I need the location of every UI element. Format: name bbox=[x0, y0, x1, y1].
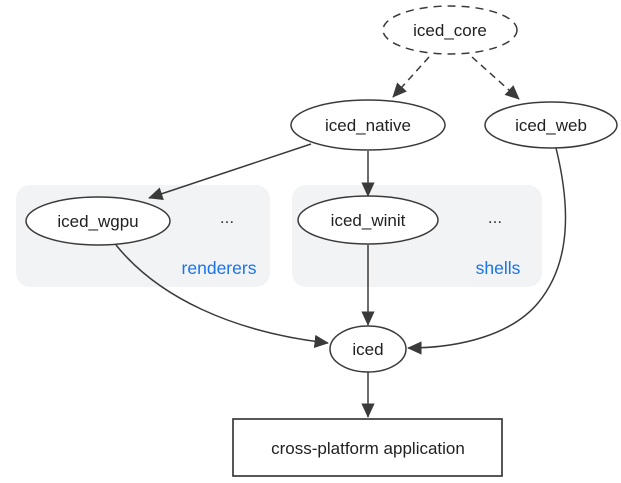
shells-ellipsis: ... bbox=[488, 208, 502, 227]
iced-wgpu-ellipse bbox=[25, 196, 171, 246]
iced-ellipse bbox=[329, 325, 407, 373]
application-rect bbox=[232, 418, 503, 477]
edge-iced-core-to-iced-web bbox=[471, 56, 520, 100]
iced-winit-ellipse bbox=[297, 195, 439, 245]
iced-wgpu-label: iced_wgpu bbox=[57, 212, 138, 231]
node-iced: iced bbox=[329, 325, 407, 373]
iced-core-ellipse bbox=[382, 5, 518, 55]
node-iced-core: iced_core bbox=[382, 5, 518, 55]
renderers-ellipsis: ... bbox=[220, 208, 234, 227]
iced-native-label: iced_native bbox=[325, 116, 411, 135]
iced-web-ellipse bbox=[484, 101, 618, 149]
node-cross-platform-application: cross-platform application bbox=[232, 418, 503, 477]
edge-iced-native-to-iced-wgpu bbox=[148, 143, 312, 200]
application-label: cross-platform application bbox=[271, 439, 465, 458]
iced-winit-label: iced_winit bbox=[331, 211, 406, 230]
iced-label: iced bbox=[352, 340, 383, 359]
edge-iced-core-to-iced-native bbox=[392, 56, 430, 98]
edge-iced-wgpu-to-iced bbox=[115, 244, 329, 349]
node-iced-wgpu: iced_wgpu bbox=[25, 196, 171, 246]
renderers-group-label: renderers bbox=[182, 258, 257, 278]
edges bbox=[115, 56, 567, 418]
node-iced-native: iced_native bbox=[290, 99, 446, 151]
node-iced-winit: iced_winit bbox=[297, 195, 439, 245]
iced-web-label: iced_web bbox=[515, 116, 587, 135]
shells-group-label: shells bbox=[476, 258, 521, 278]
edge-iced-web-to-iced bbox=[407, 147, 567, 355]
node-iced-web: iced_web bbox=[484, 101, 618, 149]
iced-core-label: iced_core bbox=[413, 21, 487, 40]
iced-native-ellipse bbox=[290, 99, 446, 151]
